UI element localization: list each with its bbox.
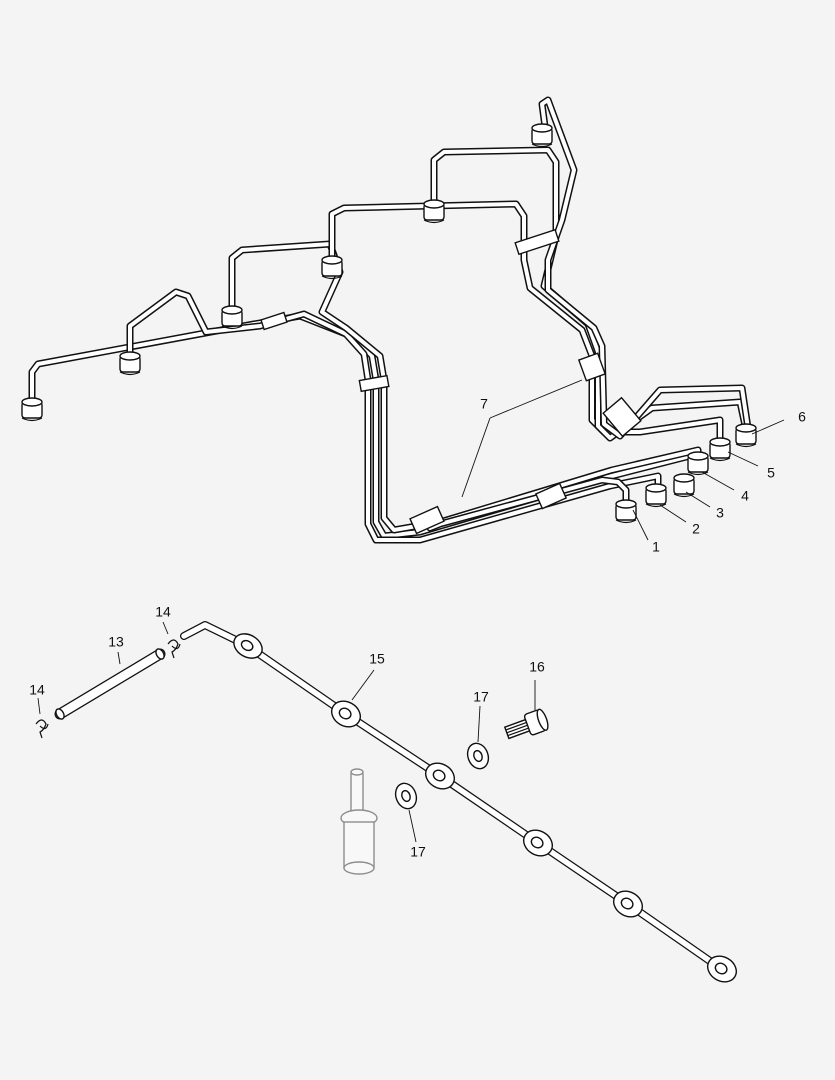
clamp: [577, 352, 607, 382]
callout-4: 4: [741, 488, 749, 504]
union-nut: [645, 483, 667, 508]
hose-clip: [167, 639, 181, 659]
banjo-fittings: [233, 633, 738, 983]
callout-14-upper: 14: [155, 604, 171, 620]
injection-line-fill: [428, 478, 628, 530]
union-nut: [531, 123, 553, 148]
union-nut: [673, 473, 695, 498]
union-nut: [615, 499, 637, 524]
union-nut: [119, 351, 141, 376]
banjo-bolt: [503, 708, 549, 740]
return-hose: [54, 648, 166, 720]
hose-clip: [35, 719, 49, 739]
leak-off-assembly: [35, 621, 738, 983]
callout-17-lower: 17: [410, 844, 426, 860]
callout-5: 5: [767, 465, 775, 481]
union-nut: [709, 437, 731, 462]
injection-line-fill: [128, 290, 660, 542]
union-nut: [735, 423, 757, 448]
clamp: [602, 396, 642, 438]
union-nuts: [21, 123, 757, 524]
sealing-washer: [466, 742, 490, 770]
union-nut: [21, 397, 43, 422]
callout-17-upper: 17: [473, 689, 489, 705]
leak-off-pipe: [180, 621, 724, 972]
callout-15: 15: [369, 651, 385, 667]
union-nut: [321, 255, 343, 280]
leader-lines: [37, 379, 785, 843]
callout-14-lower: 14: [29, 682, 45, 698]
callout-3: 3: [716, 505, 724, 521]
union-nut: [221, 305, 243, 330]
callout-7: 7: [480, 396, 488, 412]
union-nut: [687, 451, 709, 476]
clamp: [409, 505, 445, 535]
injector: [340, 768, 378, 875]
callout-1: 1: [652, 539, 660, 555]
clamp: [358, 374, 390, 393]
union-nut: [423, 199, 445, 224]
clamp: [534, 482, 568, 510]
injection-line-outline: [228, 240, 702, 534]
injection-line-fill: [230, 242, 700, 532]
callouts: 1 2 3 4 5 6 7 13 14 14 15 16 17 17: [29, 396, 806, 860]
injection-line-fill: [330, 202, 722, 442]
tube-clamps: [260, 228, 642, 535]
sealing-washer: [394, 782, 418, 810]
callout-16: 16: [529, 659, 545, 675]
injection-line-outline: [538, 96, 752, 440]
injection-line-fill: [540, 98, 750, 438]
callout-13: 13: [108, 634, 124, 650]
clamp: [260, 311, 288, 331]
callout-6: 6: [798, 409, 806, 425]
injection-lines-assembly: [28, 96, 752, 544]
clamp: [514, 228, 560, 256]
callout-2: 2: [692, 521, 700, 537]
